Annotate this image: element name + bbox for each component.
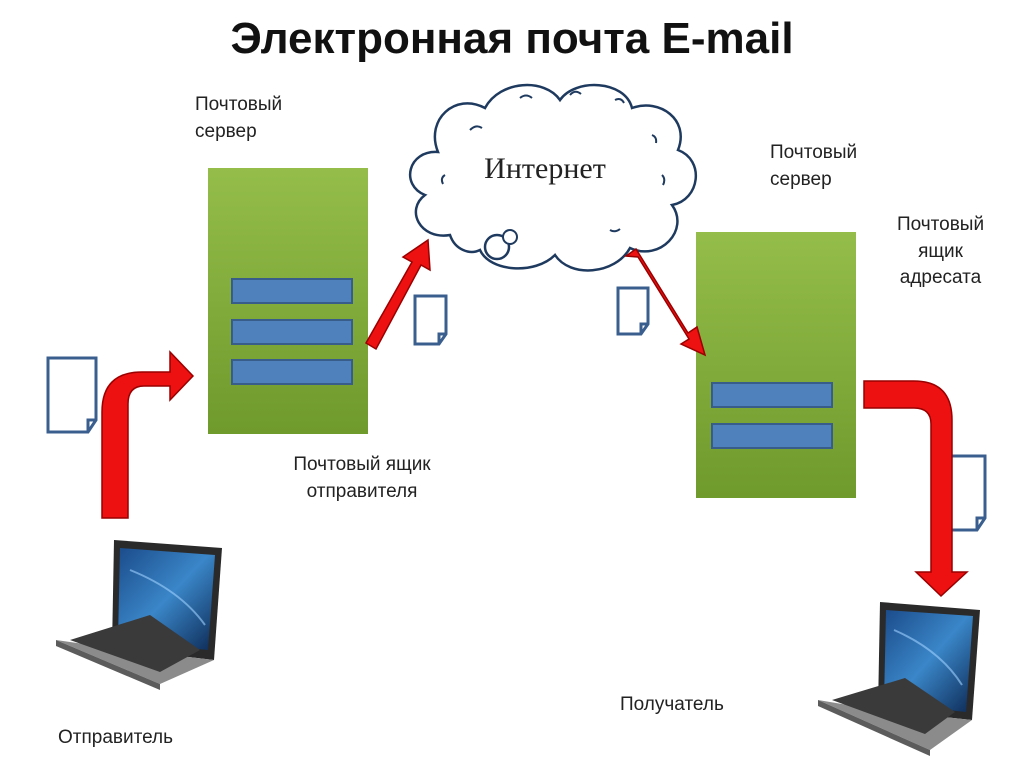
receiver-label: Получатель	[620, 694, 724, 715]
mailbox-slot	[711, 382, 833, 408]
sender-mailbox-label: Почтовый ящик отправителя	[293, 454, 431, 502]
document-icon	[616, 286, 650, 336]
document-icon	[413, 294, 448, 346]
mailbox-slot	[711, 423, 833, 449]
mailbox-slot	[231, 278, 353, 304]
receiver-mailbox-label: Почтовый ящик адресата	[896, 214, 985, 289]
sender-label: Отправитель	[58, 727, 174, 748]
arrow-icon	[863, 380, 969, 598]
arrow-icon	[623, 247, 707, 357]
arrow-icon	[101, 350, 195, 519]
sender-server-label: Почтовый сервер	[195, 94, 283, 142]
arrow-icon	[364, 238, 431, 351]
cloud-icon	[408, 83, 697, 272]
mailbox-slot	[231, 319, 353, 345]
internet-label: Интернет	[484, 152, 606, 185]
laptop-icon	[56, 540, 222, 690]
document-icon	[46, 356, 98, 434]
mailbox-slot	[231, 359, 353, 385]
sender-mail-server	[208, 168, 368, 434]
receiver-server-label: Почтовый сервер	[770, 142, 858, 190]
laptop-icon	[818, 602, 980, 756]
page-title: Электронная почта E-mail	[230, 14, 794, 63]
receiver-mail-server	[696, 232, 856, 498]
